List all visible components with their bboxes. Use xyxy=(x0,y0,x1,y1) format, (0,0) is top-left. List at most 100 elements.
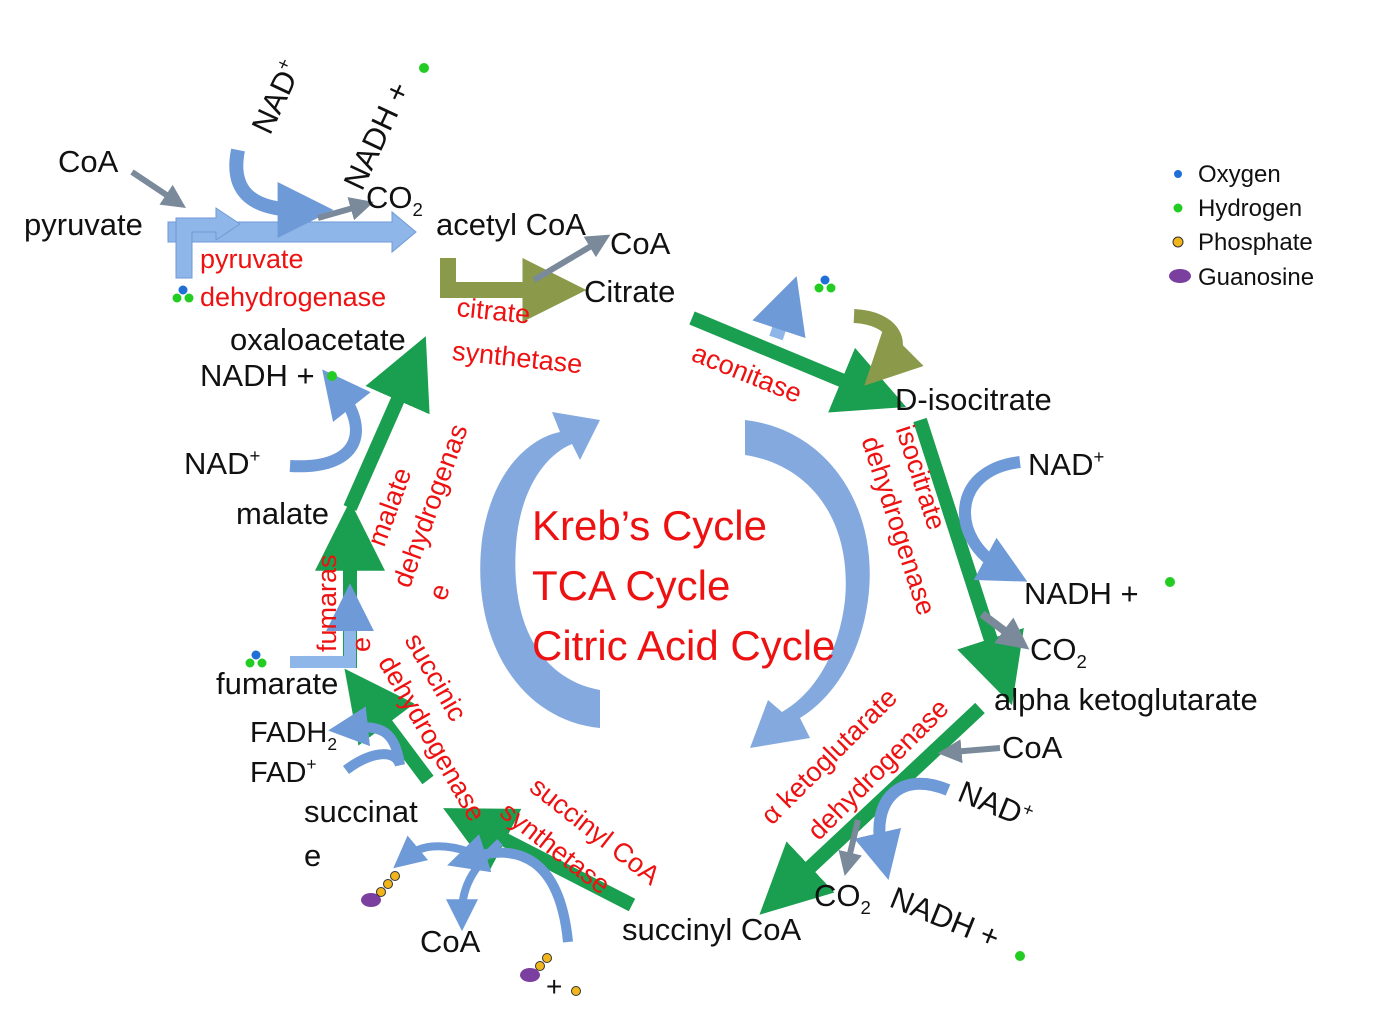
pyruvate-decarboxylation-arrows xyxy=(130,148,417,279)
malate-nad-curve xyxy=(289,369,371,473)
oxaloacetate-label: oxaloacetate xyxy=(230,322,406,357)
center-title-line2: TCA Cycle xyxy=(532,562,730,609)
pyruvate-dh-line2: dehydrogenase xyxy=(200,282,386,312)
succinylcoa-gdp-curve xyxy=(393,835,472,869)
legend-hydrogen-swatch xyxy=(1173,203,1183,213)
cycle-arrow-left xyxy=(480,412,600,728)
malate-label: malate xyxy=(236,496,329,531)
oxygen-dot xyxy=(178,285,188,295)
co2-out-arrow xyxy=(317,197,374,221)
fadh2-label: FADH2 xyxy=(250,717,337,754)
hydrogen-dot xyxy=(814,283,824,293)
akg-co2-arrow xyxy=(838,819,862,877)
hydrogen-dot xyxy=(419,63,429,73)
coa-in-arrow-pyruvate xyxy=(130,169,186,208)
guanosine-blob xyxy=(520,968,540,982)
co2-label-top: CO2 xyxy=(366,180,423,220)
arrow-citrate-to-isocitrate xyxy=(689,311,907,413)
succinate-label-line2: e xyxy=(304,838,321,873)
isocitrate-co2-arrow xyxy=(979,610,1030,650)
svg-text:e: e xyxy=(346,637,376,652)
hydrogen-dot xyxy=(327,371,337,381)
citrate-synthetase-label: citrate synthetase xyxy=(451,292,584,379)
molecule-dots xyxy=(172,63,1175,996)
co2-label-isocitrate: CO2 xyxy=(1030,632,1087,672)
coa-label-pyruvate: CoA xyxy=(58,144,119,179)
legend-oxygen-swatch xyxy=(1174,170,1182,178)
center-title-line3: Citric Acid Cycle xyxy=(532,622,835,669)
svg-text:fumaras: fumaras xyxy=(312,554,342,652)
arrow-malate-to-oxaloacetate xyxy=(343,336,430,511)
arrow-succinate-to-fumarate xyxy=(344,668,434,785)
pyruvate-dh-line1: pyruvate xyxy=(200,244,304,274)
nad-label-akg: NAD+ xyxy=(953,773,1037,835)
phosphate-dot xyxy=(376,887,386,897)
alpha-ketoglutarate-label: alpha ketoglutarate xyxy=(994,682,1258,717)
hydrogen-dot xyxy=(172,293,182,303)
phosphate-dot xyxy=(571,986,581,996)
hydrogen-dot xyxy=(1165,577,1175,587)
metabolite-labels: pyruvate acetyl CoA Citrate D-isocitrate… xyxy=(24,207,1258,947)
arrow-succinylcoa-to-succinate xyxy=(443,808,636,912)
arrow-isocitrate-to-akg xyxy=(913,417,1024,706)
pyruvate-label: pyruvate xyxy=(24,207,143,242)
cycle-arrow-right xyxy=(745,420,870,748)
plus-label-pi: + xyxy=(546,971,562,1002)
phosphate-dot xyxy=(542,953,552,963)
center-title-line1: Kreb’s Cycle xyxy=(532,502,767,549)
fad-label: FAD+ xyxy=(250,754,317,789)
acetyl-coa-label: acetyl CoA xyxy=(436,207,586,242)
guanosine-blob xyxy=(361,893,381,907)
legend: Oxygen Hydrogen Phosphate Guanosine xyxy=(1169,161,1314,291)
citrate-label: Citrate xyxy=(584,274,675,309)
phosphate-dot xyxy=(390,871,400,881)
svg-text:NADH +: NADH + xyxy=(885,880,1004,955)
pyruvate-upturn-arrow xyxy=(175,207,241,279)
svg-text:NADH +: NADH + xyxy=(337,76,417,195)
succinate-fad-curve xyxy=(328,706,405,775)
d-isocitrate-label: D-isocitrate xyxy=(895,382,1052,417)
legend-guanosine-label: Guanosine xyxy=(1198,264,1314,291)
coa-label-succinylcoa: CoA xyxy=(420,924,481,959)
hydrogen-dot xyxy=(257,658,267,668)
succinate-label-line1: succinat xyxy=(304,794,418,829)
hydrogen-dot xyxy=(1015,951,1025,961)
hydrogen-dot xyxy=(826,283,836,293)
hydrogen-dot xyxy=(184,293,194,303)
succinyl-coa-label: succinyl CoA xyxy=(622,912,801,947)
fumarate-label: fumarate xyxy=(216,666,338,701)
legend-hydrogen-label: Hydrogen xyxy=(1198,195,1302,222)
fumarase-water-arrow xyxy=(290,583,374,668)
nadh-label-isocitrate: NADH + xyxy=(1024,576,1139,611)
coa-label-akg: CoA xyxy=(1002,730,1063,765)
oxygen-dot xyxy=(820,275,830,285)
co2-label-akg: CO2 xyxy=(814,878,871,918)
svg-text:NAD+: NAD+ xyxy=(953,773,1037,835)
coa-label-citrate: CoA xyxy=(610,226,671,261)
succinylcoa-coa-curve xyxy=(446,839,503,932)
cofactor-labels: CoA NAD+ NADH + CO2 CoA NAD+ NADH + CO2 … xyxy=(58,55,1139,1002)
fumarase-label: fumaras e xyxy=(312,554,376,652)
nadh-label-akg: NADH + xyxy=(885,880,1004,955)
nadh-label-top: NADH + xyxy=(337,76,417,195)
nad-label-isocitrate: NAD+ xyxy=(1028,446,1104,482)
legend-phosphate-label: Phosphate xyxy=(1198,229,1313,256)
aconitase-water-out-arrow xyxy=(752,276,806,341)
coa-out-arrow-citrate xyxy=(532,234,611,283)
oxygen-dot xyxy=(251,650,261,660)
nad-in-curve xyxy=(229,148,334,238)
nad-label-top: NAD+ xyxy=(244,55,309,139)
akg-nad-curve xyxy=(854,777,951,881)
legend-oxygen-label: Oxygen xyxy=(1198,161,1281,188)
akg-coa-in-arrow xyxy=(937,739,1001,764)
svg-text:e: e xyxy=(423,580,456,604)
svg-text:synthetase: synthetase xyxy=(451,336,584,379)
aconitase-water-in-arrow xyxy=(853,309,924,386)
phosphate-dot xyxy=(383,879,393,889)
legend-phosphate-swatch xyxy=(1172,236,1184,248)
phosphate-dot xyxy=(535,961,545,971)
legend-guanosine-swatch xyxy=(1169,269,1191,283)
svg-text:citrate: citrate xyxy=(455,292,531,330)
svg-text:NAD+: NAD+ xyxy=(244,55,309,139)
